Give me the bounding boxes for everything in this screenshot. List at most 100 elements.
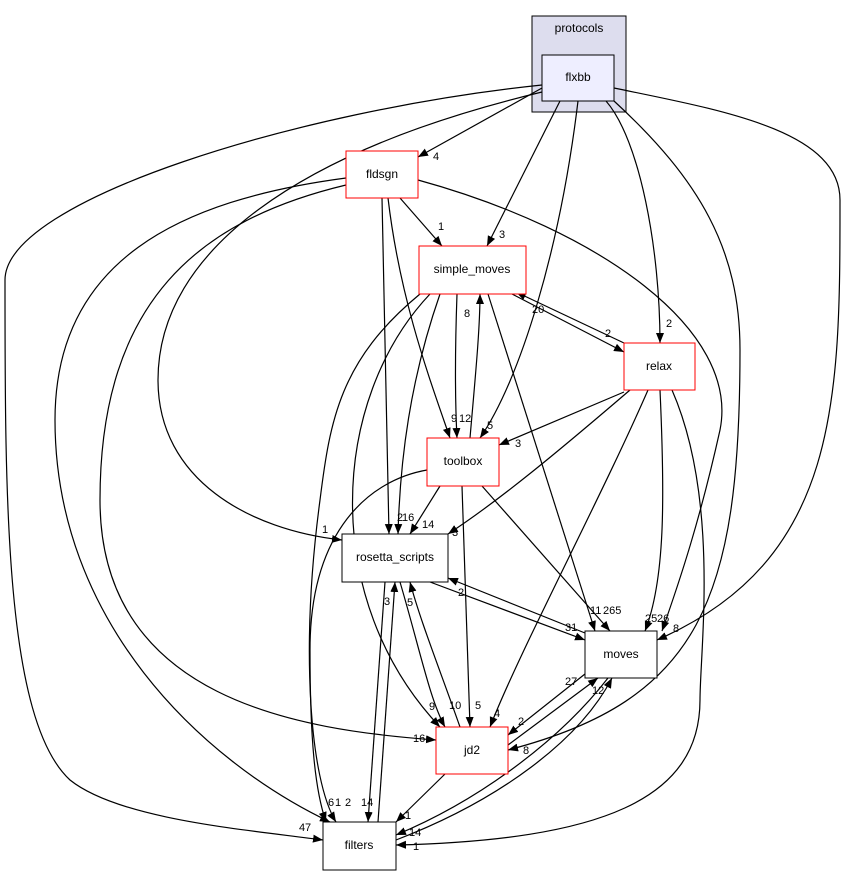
node-box	[435, 726, 509, 775]
edge-toolbox-jd2	[461, 485, 474, 728]
edge-fldsgn-moves	[417, 179, 723, 632]
edge-label[interactable]: 5	[407, 597, 413, 609]
edge-label[interactable]: 14	[409, 827, 421, 839]
edge-relax-moves	[644, 389, 664, 632]
edge-relax-filters	[395, 389, 705, 849]
node-label: rosetta_scripts	[356, 550, 434, 564]
edge-label[interactable]: 5	[475, 700, 481, 712]
edge-flxbb-jd2	[507, 100, 741, 752]
edge-simple_moves-relax	[511, 293, 625, 353]
edge-label[interactable]: 6	[328, 797, 334, 809]
edge-filters-rosetta_scripts	[377, 581, 399, 823]
edge-label[interactable]: 1	[405, 810, 411, 822]
edge-label[interactable]: 3	[499, 229, 505, 241]
node-toolbox[interactable]: toolbox	[426, 437, 500, 487]
edge-label[interactable]: 2	[518, 716, 524, 728]
edge-moves-filters	[395, 677, 609, 836]
node-box	[341, 533, 449, 583]
edge-simple_moves-jd2	[352, 293, 441, 728]
edge-label[interactable]: 9	[429, 701, 435, 713]
node-box	[418, 245, 527, 295]
edge-filters-moves	[395, 677, 613, 841]
edge-flxbb-relax	[605, 100, 664, 344]
edge-label[interactable]: 8	[523, 745, 529, 757]
edge-label[interactable]: 14	[361, 797, 373, 809]
edge-label[interactable]: 5	[487, 420, 493, 432]
node-filters[interactable]: filters	[322, 821, 397, 871]
node-flxbb[interactable]: flxbb	[541, 54, 615, 102]
node-moves[interactable]: moves	[584, 630, 658, 679]
edge-label[interactable]: 2	[345, 797, 351, 809]
edge-rosetta_scripts-filters	[364, 581, 386, 823]
edge-label[interactable]: 1	[335, 797, 341, 809]
edge-moves-rosetta_scripts	[447, 577, 586, 634]
edge-label[interactable]: 265	[603, 605, 621, 617]
edge-jd2-rosetta_scripts	[408, 581, 461, 728]
node-label: moves	[603, 647, 638, 661]
node-rosetta_scripts[interactable]: rosetta_scripts	[341, 533, 449, 583]
edge-fldsgn-jd2	[99, 184, 437, 744]
node-label: flxbb	[565, 70, 591, 84]
edge-label[interactable]: 8	[464, 308, 470, 320]
edge-jd2-moves	[507, 677, 599, 746]
edge-label[interactable]: 4	[494, 708, 500, 720]
edge-jd2-filters	[395, 773, 446, 823]
edge-label[interactable]: 16	[402, 512, 414, 524]
edge-label[interactable]: 4	[433, 151, 439, 163]
edge-labels: 4 1 3 8 20 2 2 9 12 5 3 1 2 16 14 3 3 5 …	[299, 151, 679, 853]
edge-label[interactable]: 1	[413, 841, 419, 853]
node-label: filters	[345, 838, 374, 852]
edge-label[interactable]: 1	[438, 221, 444, 233]
edge-label[interactable]: 14	[422, 519, 434, 531]
node-box	[345, 150, 419, 199]
node-box	[541, 54, 615, 102]
edge-label[interactable]: 31	[565, 622, 577, 634]
node-box	[322, 821, 397, 871]
node-jd2[interactable]: jd2	[435, 726, 509, 775]
edge-label[interactable]: 9	[451, 413, 457, 425]
edge-fldsgn-rosetta_scripts	[381, 197, 393, 535]
edge-toolbox-moves	[481, 485, 611, 632]
edge-label[interactable]: 2	[666, 318, 672, 330]
edge-flxbb-fldsgn	[417, 87, 543, 158]
edge-flxbb-toolbox	[479, 100, 579, 439]
edge-toolbox-filters	[309, 469, 428, 823]
edge-relax-toolbox	[498, 391, 625, 446]
node-simple_moves[interactable]: simple_moves	[418, 245, 527, 295]
edge-label[interactable]: 25	[645, 613, 657, 625]
edges	[4, 84, 841, 849]
edge-simple_moves-toolbox	[452, 293, 461, 439]
edge-label[interactable]: 12	[592, 685, 604, 697]
cluster-label: protocols	[555, 21, 604, 35]
edge-label[interactable]: 2	[605, 328, 611, 340]
edge-label[interactable]: 16	[413, 733, 425, 745]
node-label: fldsgn	[366, 167, 398, 181]
edge-label[interactable]: 10	[449, 700, 461, 712]
edge-label[interactable]: 8	[673, 623, 679, 635]
edge-label[interactable]: 26	[657, 613, 669, 625]
edge-flxbb-moves	[613, 87, 841, 641]
edge-label[interactable]: 2	[458, 587, 464, 599]
node-fldsgn[interactable]: fldsgn	[345, 150, 419, 199]
edge-label[interactable]: 3	[515, 438, 521, 450]
edge-label[interactable]: 4	[299, 822, 305, 834]
edge-flxbb-rosetta_scripts	[157, 91, 543, 543]
edge-label[interactable]: 3	[452, 527, 458, 539]
edge-label[interactable]: 7	[305, 822, 311, 834]
edge-label[interactable]: 12	[459, 413, 471, 425]
node-box	[584, 630, 658, 679]
edge-simple_moves-moves	[487, 293, 596, 632]
node-box	[426, 437, 500, 487]
edge-label[interactable]: 2	[397, 512, 403, 524]
edge-label[interactable]: 3	[384, 596, 390, 608]
edge-label[interactable]: 1	[322, 524, 328, 536]
edge-label[interactable]: 11	[590, 605, 601, 617]
edge-relax-rosetta_scripts	[447, 389, 631, 535]
edge-fldsgn-toolbox	[387, 197, 451, 439]
edge-fldsgn-filters	[54, 177, 347, 823]
edge-label[interactable]: 20	[532, 304, 544, 316]
node-label: simple_moves	[434, 262, 511, 276]
edge-label[interactable]: 27	[565, 676, 577, 688]
node-relax[interactable]: relax	[623, 342, 696, 391]
edge-simple_moves-rosetta_scripts	[394, 293, 441, 535]
